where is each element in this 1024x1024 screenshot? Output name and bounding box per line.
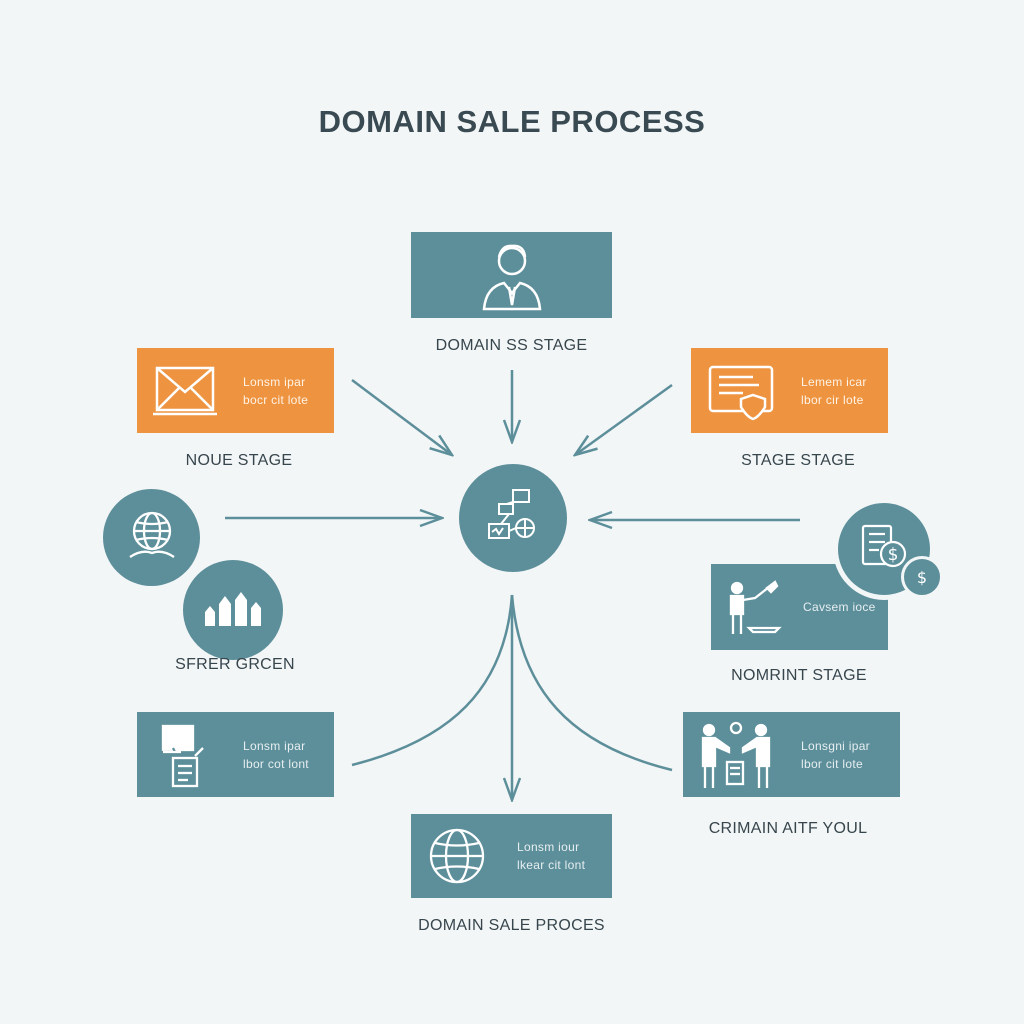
node-lower-right: Lonsgni ipar lbor cit lote [683, 712, 900, 797]
node-upper-left-label: NOUE STAGE [185, 452, 293, 469]
envelope-icon [153, 364, 217, 418]
globe-icon [124, 507, 180, 568]
node-left-label: SFRER GRCEN [175, 656, 295, 673]
invoice-dollar-icon: $ [857, 520, 911, 579]
node-lower-right-text: Lonsgni ipar lbor cit lote [801, 738, 870, 771]
node-lower-left-text: Lonsm ipar lbor cot lont [243, 738, 309, 771]
globe-icon [427, 826, 487, 886]
node-right-mid-label: NOMRINT STAGE [731, 667, 867, 684]
node-top [411, 232, 612, 318]
curve-lower-left [351, 594, 514, 767]
svg-text:$: $ [917, 568, 927, 587]
node-upper-right: Lemem icar lbor cir lote [691, 348, 888, 433]
handshake-icon [695, 720, 777, 790]
node-right-mid-text: Cavsem ioce [803, 600, 876, 614]
hub-circle [459, 464, 567, 572]
curve-lower-right [510, 594, 673, 772]
node-bottom-text: Lonsm iour lkear cit lont [517, 840, 586, 872]
node-bottom-label: DOMAIN SALE PROCES [418, 917, 605, 934]
growth-chart-icon [201, 586, 265, 635]
document-list-icon [157, 722, 209, 788]
node-left-globe [103, 489, 200, 586]
node-upper-right-label: STAGE STAGE [741, 452, 855, 469]
node-lower-right-label: CRIMAIN AITF YOUL [708, 820, 868, 837]
node-top-label: DOMAIN SS STAGE [435, 337, 588, 354]
node-upper-left-text: Lonsm ipar bocr cit lote [243, 374, 309, 407]
certificate-icon [707, 361, 777, 421]
svg-text:$: $ [888, 545, 899, 565]
node-lower-left: Lonsm ipar lbor cot lont [137, 712, 334, 797]
node-upper-left: Lonsm ipar bocr cit lote [137, 348, 334, 433]
arrow-upper-right [575, 383, 673, 455]
node-left-chart [183, 560, 283, 660]
dollar-coin-icon: $ [901, 556, 943, 598]
businessman-icon [472, 235, 552, 315]
diagram-title: DOMAIN SALE PROCESS [318, 104, 706, 139]
network-flow-icon [483, 486, 543, 551]
presenter-icon [725, 578, 783, 636]
node-bottom: Lonsm iour lkear cit lont [411, 814, 612, 898]
node-upper-right-text: Lemem icar lbor cir lote [801, 374, 867, 407]
arrow-upper-left [351, 379, 452, 455]
